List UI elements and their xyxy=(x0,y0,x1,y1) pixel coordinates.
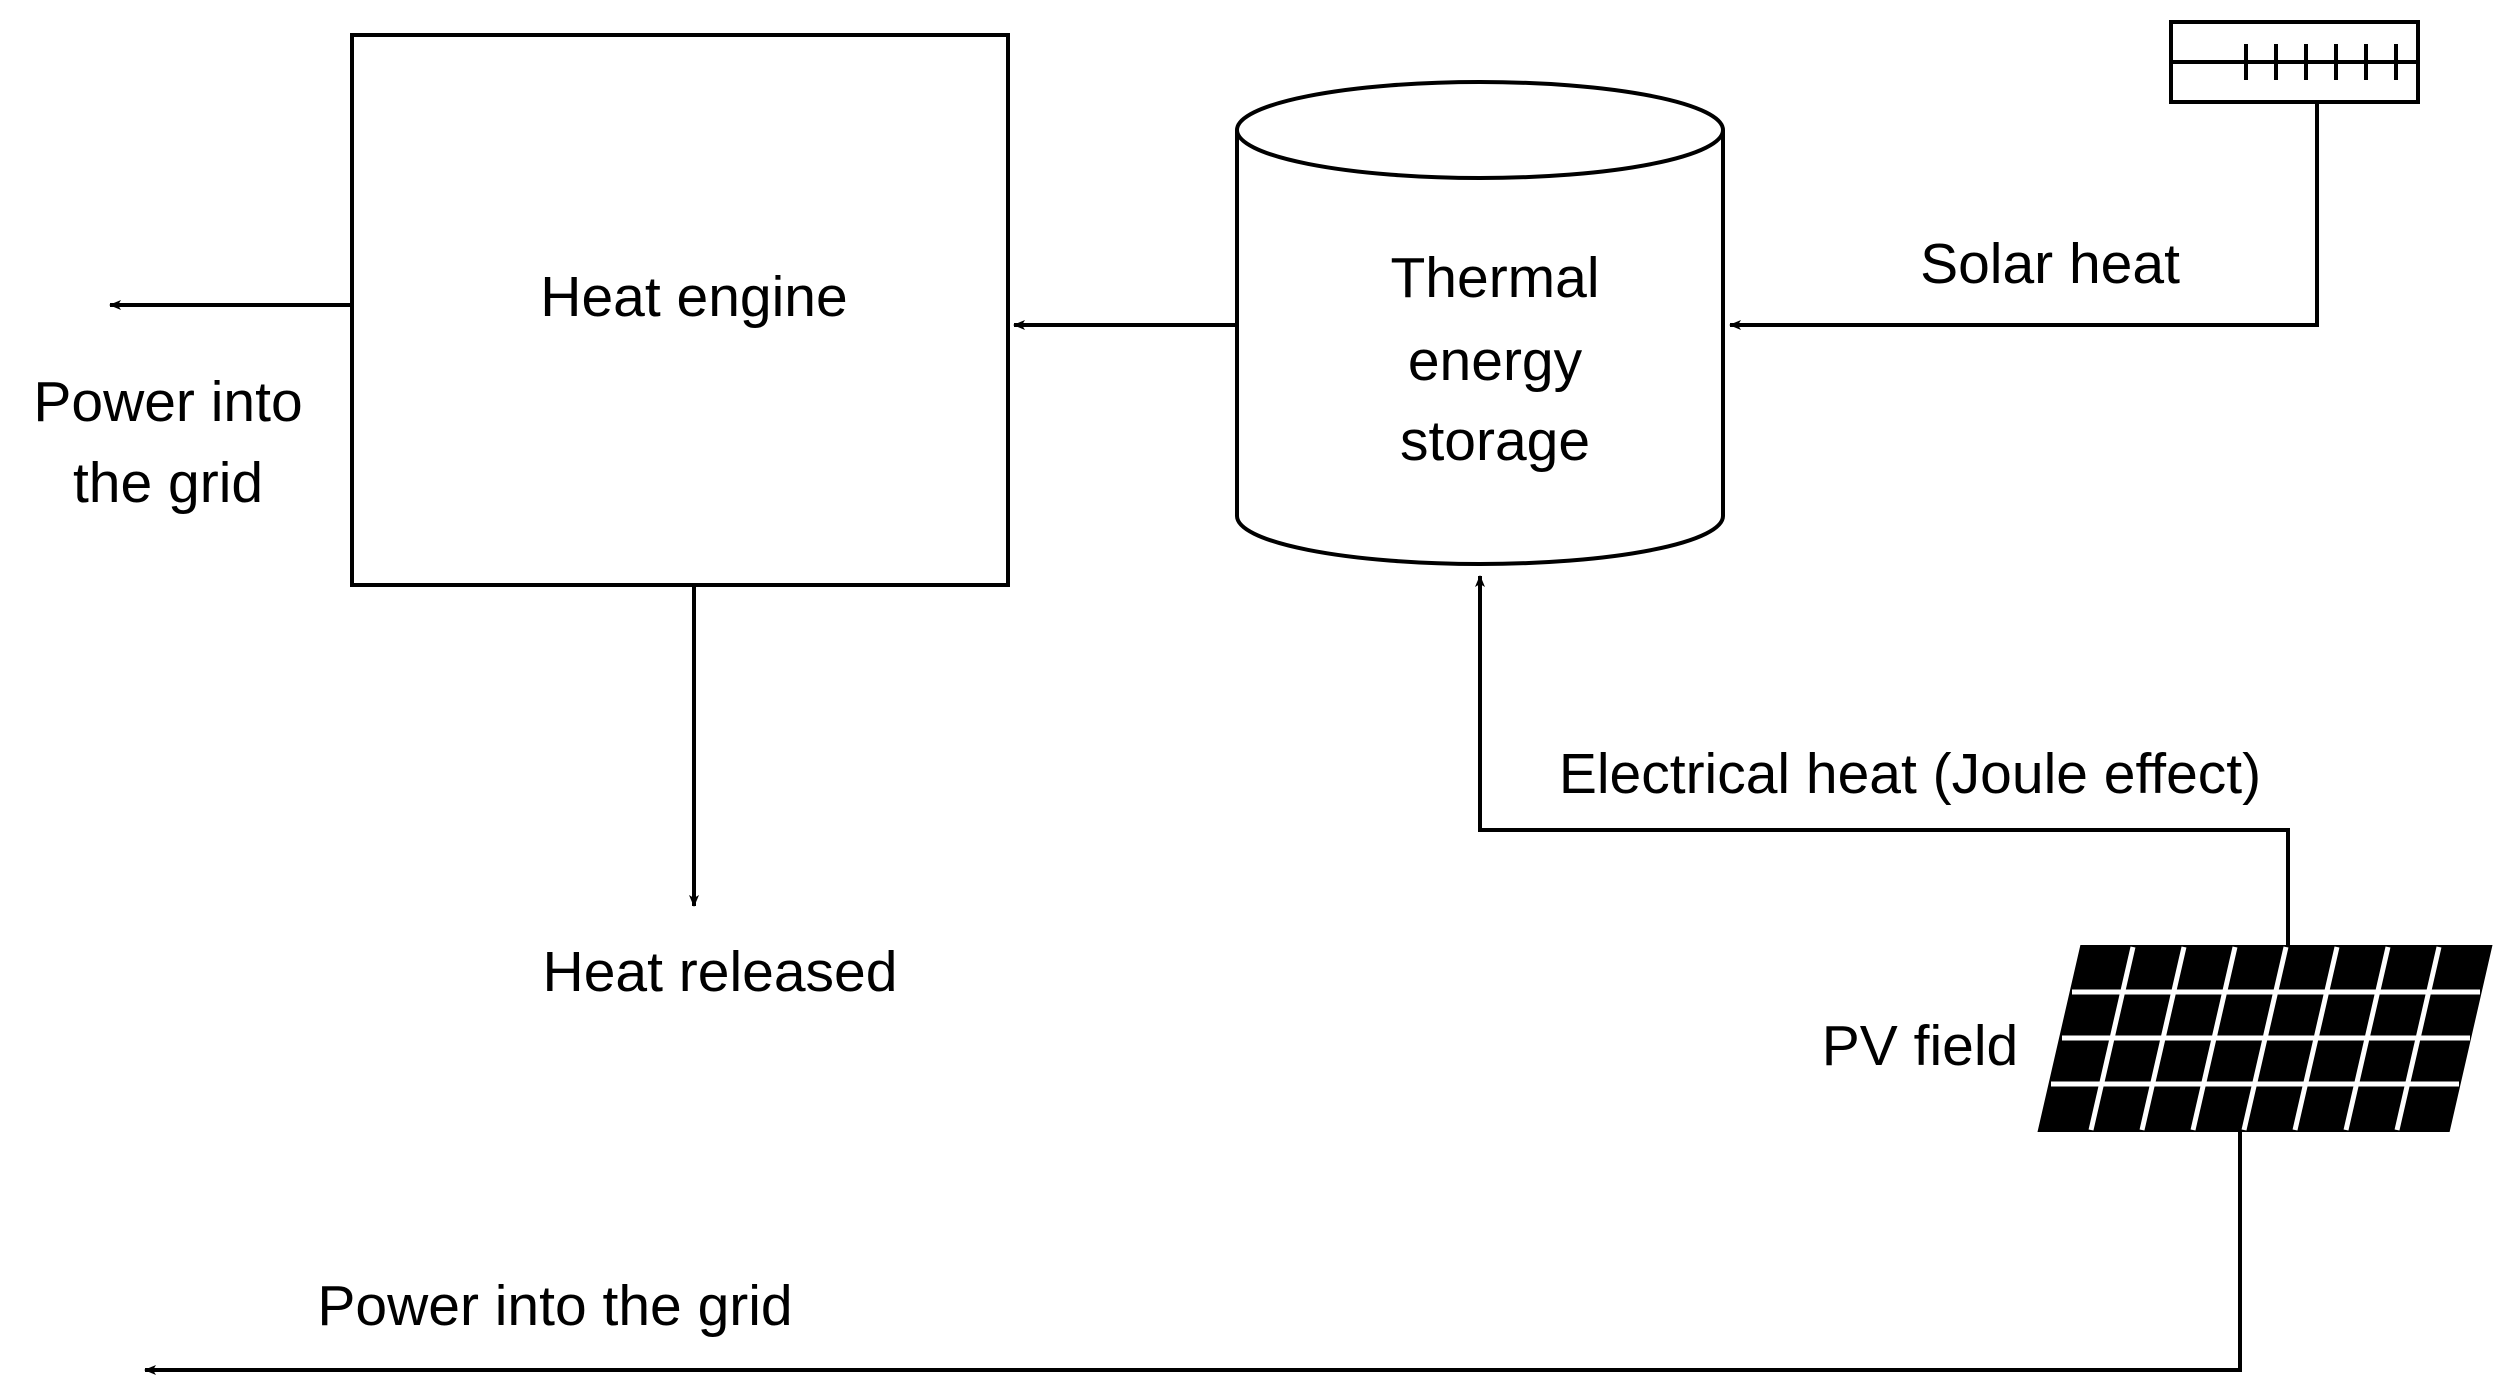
heat-engine-label: Heat engine xyxy=(540,265,847,329)
heat-engine-block: Heat engine xyxy=(350,33,1010,587)
heat-released-label: Heat released xyxy=(543,940,898,1004)
pv-field-label: PV field xyxy=(1822,1014,2018,1078)
engine-power-label-line-2: the grid xyxy=(73,451,263,515)
thermal-storage-label-line-3: storage xyxy=(1400,409,1590,473)
heat-released-flow: Heat released xyxy=(543,585,898,1004)
solar-heat-label: Solar heat xyxy=(1920,232,2180,296)
electrical-heat-label: Electrical heat (Joule effect) xyxy=(1559,742,2261,806)
engine-power-label-line-1: Power into xyxy=(33,370,302,434)
pv-power-arrow xyxy=(144,1130,2242,1375)
electrical-heat-flow: Electrical heat (Joule effect) xyxy=(1475,575,2290,947)
pv-panel-icon: PV field xyxy=(1822,945,2493,1132)
thermal-storage-label-line-2: energy xyxy=(1408,329,1583,393)
solar-heat-arrow xyxy=(1729,102,2319,330)
electrical-heat-arrow xyxy=(1475,575,2290,947)
thermal-storage-tank: Thermal energy storage xyxy=(1235,80,1725,566)
tank-top xyxy=(1235,80,1725,180)
heat-engine-box xyxy=(350,33,1010,587)
tank-body xyxy=(1235,130,1725,566)
solar-heat-flow: Solar heat xyxy=(1729,102,2319,330)
engine-power-output: Power into the grid xyxy=(33,300,352,515)
solar-collector-icon xyxy=(2169,20,2420,104)
thermal-storage-label-line-1: Thermal xyxy=(1390,246,1599,310)
pv-power-label: Power into the grid xyxy=(317,1274,792,1338)
pv-power-output: Power into the grid xyxy=(144,1130,2242,1375)
